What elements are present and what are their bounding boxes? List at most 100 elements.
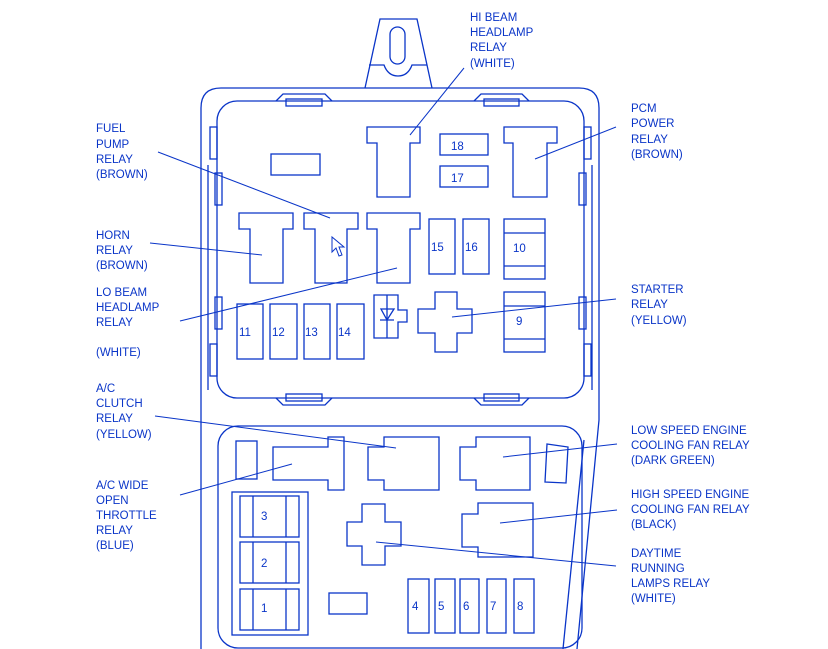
- leader-lines: [149, 67, 618, 567]
- upper-relay-panel: [216, 100, 585, 399]
- svg-text:(BLACK): (BLACK): [631, 519, 677, 531]
- fuse-1-label: 1: [261, 603, 267, 615]
- svg-text:CLUTCH: CLUTCH: [96, 398, 143, 410]
- svg-text:(BROWN): (BROWN): [96, 169, 148, 181]
- fuse-14-label: 14: [338, 327, 351, 339]
- mouse-cursor-icon: [331, 235, 346, 257]
- svg-text:RELAY: RELAY: [96, 525, 133, 537]
- svg-text:PCM: PCM: [631, 103, 657, 115]
- svg-text:(YELLOW): (YELLOW): [96, 429, 152, 441]
- fuse-7-label: 7: [490, 601, 496, 613]
- svg-text:DAYTIME: DAYTIME: [631, 548, 682, 560]
- label-low-speed-fan-relay: LOW SPEED ENGINE COOLING FAN RELAY (DARK…: [631, 425, 750, 467]
- fuse-17-label: 17: [451, 173, 464, 185]
- svg-text:POWER: POWER: [631, 118, 674, 130]
- svg-text:HORN: HORN: [96, 230, 130, 242]
- svg-text:LO BEAM: LO BEAM: [96, 287, 147, 299]
- fuse-12: [269, 303, 298, 360]
- fuse-6-label: 6: [463, 601, 469, 613]
- svg-text:(WHITE): (WHITE): [470, 58, 515, 70]
- fuse-15: [428, 218, 456, 275]
- fuse-2: [239, 541, 300, 584]
- svg-text:RELAY: RELAY: [631, 299, 668, 311]
- fuse-11-label: 11: [239, 327, 251, 339]
- svg-text:LOW SPEED ENGINE: LOW SPEED ENGINE: [631, 425, 747, 437]
- svg-text:HI BEAM: HI BEAM: [470, 12, 517, 24]
- fuse-1: [239, 588, 300, 631]
- svg-text:RELAY: RELAY: [96, 245, 133, 257]
- fuse-17: [439, 165, 489, 188]
- fuel-pump-relay: [303, 212, 359, 284]
- low-speed-fan-relay: [459, 436, 531, 491]
- fuse-10-label: 10: [513, 243, 526, 255]
- label-ac-clutch-relay: A/C CLUTCH RELAY (YELLOW): [96, 383, 152, 441]
- label-starter-relay: STARTER RELAY (YELLOW): [631, 284, 687, 327]
- svg-text:(DARK GREEN): (DARK GREEN): [631, 455, 715, 467]
- horn-relay: [238, 212, 294, 284]
- svg-text:(YELLOW): (YELLOW): [631, 315, 687, 327]
- ac-clutch-relay: [367, 436, 440, 491]
- fuse-6: [459, 578, 480, 634]
- svg-text:(WHITE): (WHITE): [631, 593, 676, 605]
- fuse-2-label: 2: [261, 558, 267, 570]
- svg-text:RELAY: RELAY: [470, 42, 507, 54]
- svg-text:(BROWN): (BROWN): [96, 260, 148, 272]
- mounting-slot: [389, 26, 406, 65]
- fuse-8-label: 8: [517, 601, 523, 613]
- fuse-10: [503, 218, 546, 280]
- svg-text:HEADLAMP: HEADLAMP: [470, 27, 534, 39]
- label-pcm-power-relay: PCM POWER RELAY (BROWN): [631, 103, 683, 161]
- label-high-speed-fan-relay: HIGH SPEED ENGINE COOLING FAN RELAY (BLA…: [631, 489, 750, 531]
- maxi-fuse-block: [231, 491, 309, 636]
- drl-relay: [346, 503, 402, 566]
- svg-text:HIGH SPEED ENGINE: HIGH SPEED ENGINE: [631, 489, 750, 501]
- fuse-9: [503, 291, 546, 353]
- high-speed-fan-relay: [461, 502, 534, 558]
- spare-slot: [270, 153, 321, 176]
- svg-text:(WHITE): (WHITE): [96, 347, 141, 359]
- label-ac-wot-relay: A/C WIDE OPEN THROTTLE RELAY (BLUE): [96, 480, 157, 552]
- fuse-15-label: 15: [431, 242, 444, 254]
- svg-text:RELAY: RELAY: [631, 134, 668, 146]
- fuse-5: [434, 578, 456, 634]
- fuse-5-label: 5: [438, 601, 444, 613]
- fuse-8: [513, 578, 535, 634]
- svg-text:A/C WIDE: A/C WIDE: [96, 480, 149, 492]
- fuse-18: [439, 133, 489, 156]
- lower-relay-panel: [217, 425, 583, 649]
- svg-text:(BLUE): (BLUE): [96, 540, 134, 552]
- svg-text:RELAY: RELAY: [96, 154, 133, 166]
- fuse-16-label: 16: [465, 242, 478, 254]
- mounting-tab: [364, 18, 433, 89]
- svg-text:RELAY: RELAY: [96, 413, 133, 425]
- label-drl-relay: DAYTIME RUNNING LAMPS RELAY (WHITE): [631, 548, 710, 605]
- fuse-16: [462, 218, 490, 275]
- svg-text:RELAY: RELAY: [96, 317, 133, 329]
- svg-text:COOLING FAN RELAY: COOLING FAN RELAY: [631, 504, 750, 516]
- fuse-13: [303, 303, 331, 360]
- label-lo-beam-relay: LO BEAM HEADLAMP RELAY (WHITE): [96, 287, 160, 359]
- svg-text:OPEN: OPEN: [96, 495, 129, 507]
- upper-components: 18 17 15 16 10 11 12 13 14 9: [236, 126, 558, 360]
- fuse-14: [336, 303, 365, 360]
- hi-beam-relay: [366, 126, 421, 198]
- lo-beam-relay: [366, 212, 421, 284]
- fuse-7: [486, 578, 507, 634]
- label-hi-beam-relay: HI BEAM HEADLAMP RELAY (WHITE): [470, 12, 534, 70]
- svg-text:COOLING FAN RELAY: COOLING FAN RELAY: [631, 440, 750, 452]
- fuse-3-label: 3: [261, 511, 267, 523]
- svg-text:THROTTLE: THROTTLE: [96, 510, 157, 522]
- fuse-9-label: 9: [516, 316, 522, 328]
- fuse-4-label: 4: [412, 601, 419, 613]
- svg-text:FUEL: FUEL: [96, 123, 126, 135]
- svg-text:HEADLAMP: HEADLAMP: [96, 302, 160, 314]
- fuse-box-housing: [200, 18, 600, 649]
- label-fuel-pump-relay: FUEL PUMP RELAY (BROWN): [96, 123, 148, 181]
- svg-text:PUMP: PUMP: [96, 139, 130, 151]
- starter-relay: [417, 291, 473, 353]
- fuse-12-label: 12: [272, 327, 285, 339]
- svg-text:STARTER: STARTER: [631, 284, 684, 296]
- svg-text:LAMPS RELAY: LAMPS RELAY: [631, 578, 710, 590]
- label-horn-relay: HORN RELAY (BROWN): [96, 230, 148, 272]
